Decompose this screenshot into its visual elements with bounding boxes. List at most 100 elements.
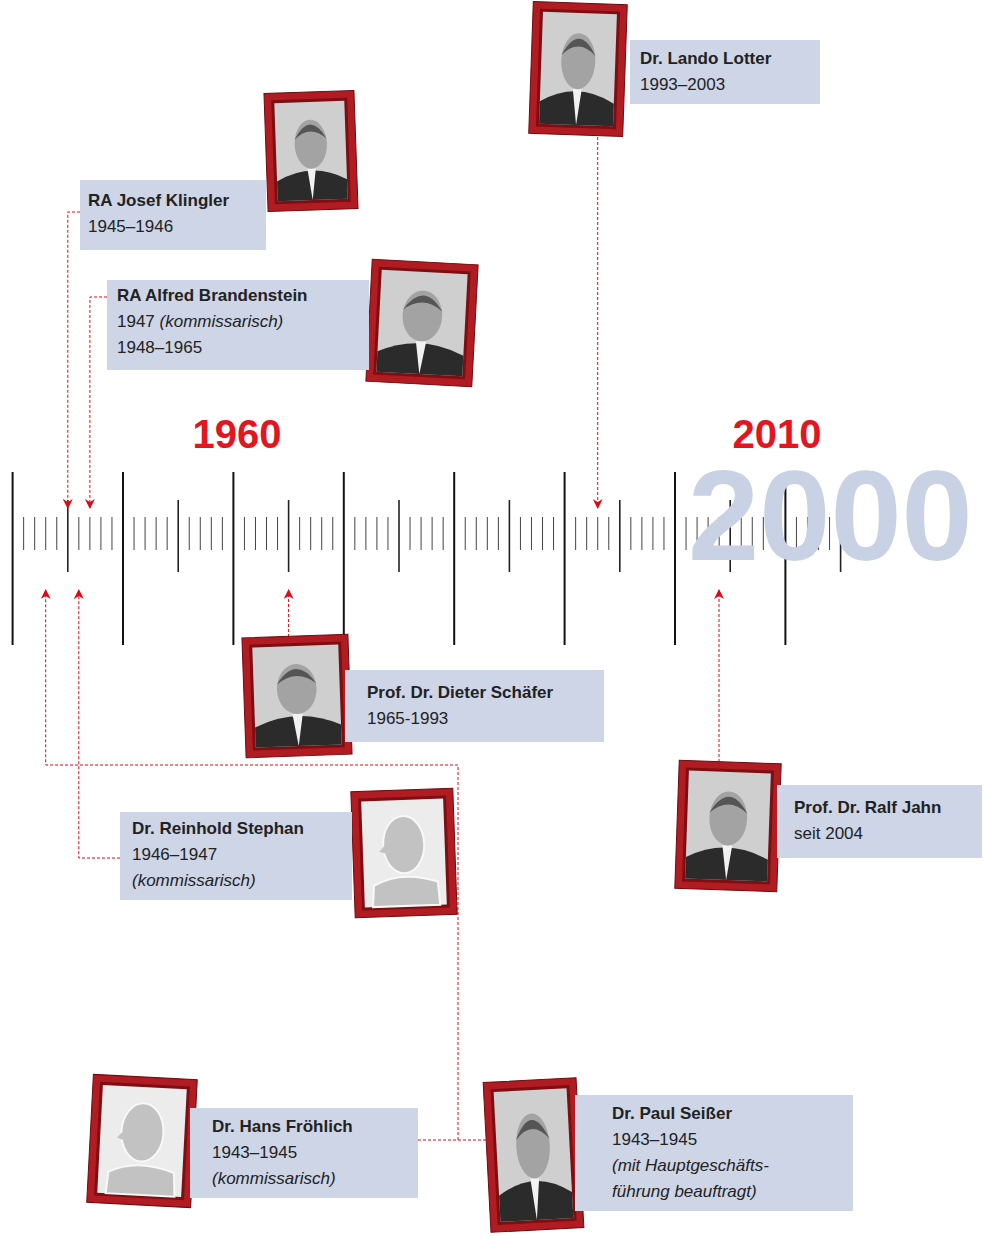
term-text: 1943–1945 [212, 1143, 297, 1162]
timeline-tick [12, 472, 14, 645]
timeline-tick [122, 472, 124, 645]
timeline-tick [145, 517, 146, 550]
timeline-tick [674, 472, 676, 645]
timeline-tick [111, 517, 112, 550]
timeline-tick [288, 500, 290, 572]
timeline-tick [586, 517, 587, 550]
timeline-tick [553, 517, 554, 550]
term-text: 1993–2003 [640, 75, 725, 94]
person-name: Dr. Hans Fröhlich [212, 1117, 353, 1136]
timeline-tick [686, 517, 687, 550]
name-box: RA Alfred Brandenstein 1947 (kommissarisc… [107, 280, 369, 370]
timeline-tick [177, 500, 179, 572]
term-text: (kommissarisch) [212, 1169, 336, 1188]
name-box: Prof. Dr. Dieter Schäfer 1965-1993 [345, 670, 604, 742]
name-box: RA Josef Klingler 1945–1946 [80, 180, 266, 250]
year-label: 2010 [733, 414, 822, 454]
text-line: RA Josef Klingler [88, 188, 256, 214]
term-text: 1945–1946 [88, 217, 173, 236]
timeline-tick [421, 517, 422, 550]
year-label: 1960 [193, 414, 282, 454]
person-name: Dr. Reinhold Stephan [132, 819, 304, 838]
leader-line [68, 212, 80, 508]
timeline-tick [398, 500, 400, 572]
timeline-tick [432, 517, 433, 550]
text-line: 1965-1993 [367, 706, 594, 732]
person-name: Prof. Dr. Dieter Schäfer [367, 683, 553, 702]
timeline-tick [321, 517, 322, 550]
timeline-tick [266, 517, 267, 550]
name-box: Dr. Paul Seißer 1943–1945 (mit Hauptgeschä… [575, 1095, 853, 1211]
timeline-tick [564, 472, 566, 645]
timeline-tick [343, 472, 345, 645]
text-line: (kommissarisch) [132, 868, 344, 894]
timeline-tick [156, 517, 157, 550]
timeline-tick [365, 517, 366, 550]
timeline-tick [498, 517, 499, 550]
timeline-tick [211, 517, 212, 550]
portrait-frame [351, 788, 457, 917]
timeline-tick [630, 517, 631, 550]
leader-line [90, 297, 107, 508]
portrait-frame [87, 1074, 198, 1207]
timeline-tick [299, 517, 300, 550]
person-name: RA Alfred Brandenstein [117, 286, 308, 305]
text-line: Prof. Dr. Dieter Schäfer [367, 680, 594, 706]
text-line: Dr. Reinhold Stephan [132, 816, 344, 842]
timeline-tick [255, 517, 256, 550]
timeline-tick [78, 517, 79, 550]
timeline-tick [641, 517, 642, 550]
text-line: 1943–1945 [612, 1127, 845, 1153]
timeline-tick [476, 517, 477, 550]
timeline-tick [200, 517, 201, 550]
portrait-frame [366, 259, 478, 386]
timeline-tick [222, 517, 223, 550]
term-text: (kommissarisch) [160, 312, 284, 331]
person-name: Dr. Paul Seißer [612, 1104, 732, 1123]
text-line: Dr. Hans Fröhlich [212, 1114, 410, 1140]
timeline-tick [487, 517, 488, 550]
timeline-tick [542, 517, 543, 550]
leader-line [597, 137, 598, 508]
term-text: 1948–1965 [117, 338, 202, 357]
person-name: Dr. Lando Lotter [640, 49, 771, 68]
text-line: 1945–1946 [88, 214, 256, 240]
portrait-frame [675, 760, 781, 891]
text-line: 1943–1945 [212, 1140, 410, 1166]
watermark-year: 2000 [688, 452, 973, 580]
timeline-tick [45, 517, 46, 550]
timeline-tick [453, 472, 455, 645]
portrait-frame [242, 634, 352, 758]
term-text: 1943–1945 [612, 1130, 697, 1149]
person-name: Prof. Dr. Ralf Jahn [794, 798, 941, 817]
text-line: seit 2004 [794, 821, 974, 847]
text-line: 1947 (kommissarisch) [117, 309, 359, 335]
timeline-tick [531, 517, 532, 550]
text-line: (mit Hauptgeschäfts- führung beauftragt) [612, 1153, 845, 1205]
text-line: Prof. Dr. Ralf Jahn [794, 795, 974, 821]
term-text: (mit Hauptgeschäfts- führung beauftragt) [612, 1153, 817, 1205]
portrait-frame [264, 90, 358, 211]
term-text: (kommissarisch) [132, 871, 256, 890]
name-box: Prof. Dr. Ralf Jahn seit 2004 [777, 785, 982, 858]
timeline-tick [608, 517, 609, 550]
person-name: RA Josef Klingler [88, 191, 229, 210]
timeline-tick [89, 517, 90, 550]
timeline-tick [652, 517, 653, 550]
text-line: 1948–1965 [117, 335, 359, 361]
term-text: 1965-1993 [367, 709, 448, 728]
timeline-tick [575, 517, 576, 550]
timeline-tick [277, 517, 278, 550]
portrait-frame [483, 1078, 584, 1233]
portrait-frame [529, 1, 628, 136]
timeline-tick [597, 517, 598, 550]
text-line: 1993–2003 [640, 72, 808, 98]
leader-line [288, 590, 289, 637]
timeline-tick [232, 472, 234, 645]
text-line: (kommissarisch) [212, 1166, 410, 1192]
timeline-tick [520, 517, 521, 550]
timeline-tick [134, 517, 135, 550]
timeline-tick [619, 500, 621, 572]
name-box: Dr. Lando Lotter 1993–2003 [630, 40, 820, 104]
timeline-tick [465, 517, 466, 550]
